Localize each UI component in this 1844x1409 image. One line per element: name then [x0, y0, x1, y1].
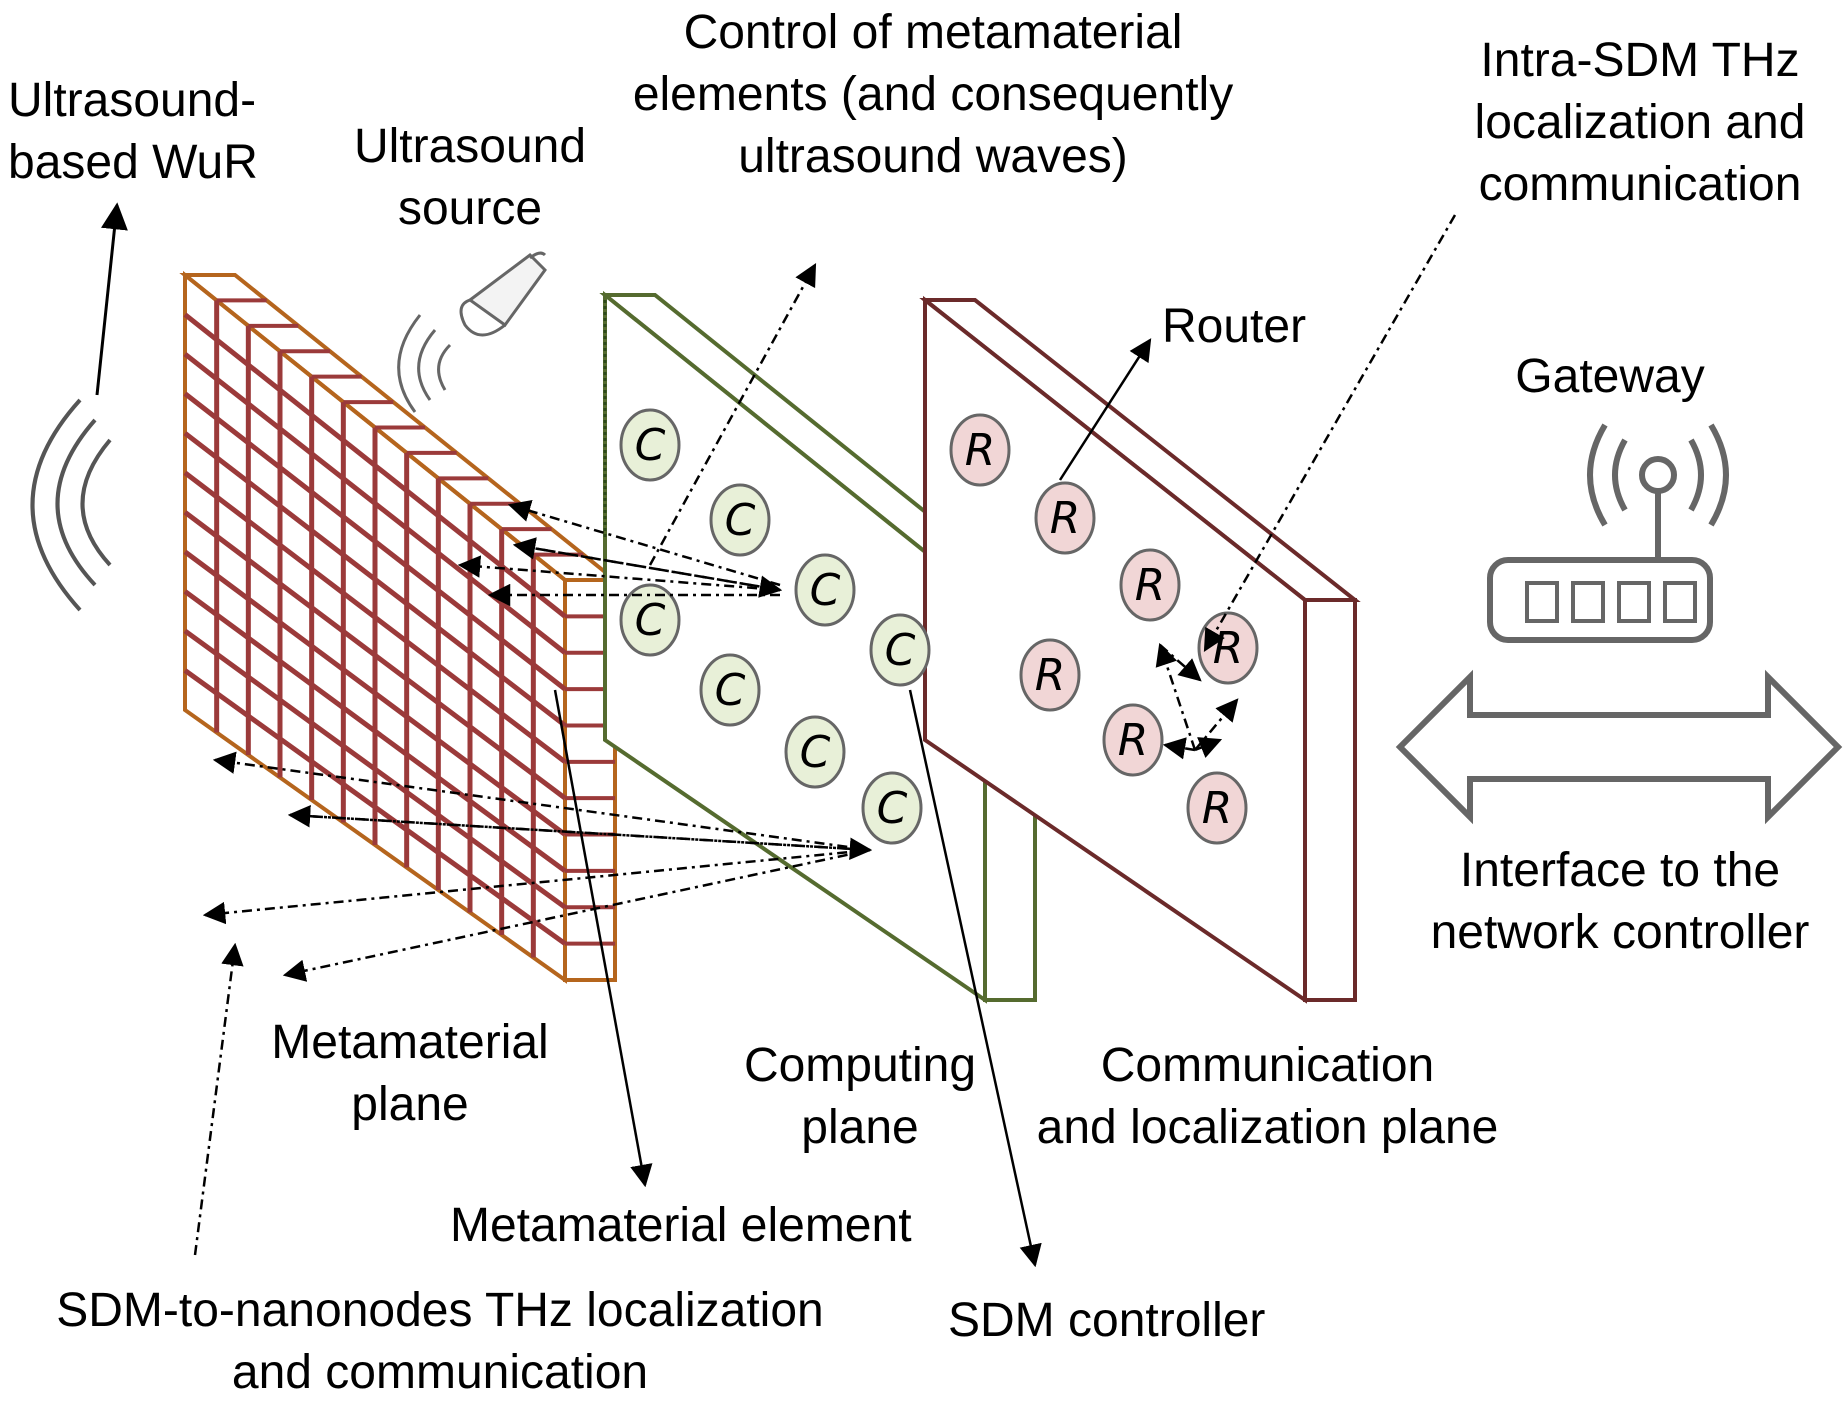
ultrasound-probe-icon [397, 251, 547, 413]
svg-text:R: R [965, 425, 996, 476]
control-arrows [457, 263, 817, 607]
svg-text:C: C [885, 625, 916, 676]
computing-node: C [869, 613, 931, 687]
computing-node: C [784, 715, 846, 789]
computing-node: C [699, 653, 761, 727]
gateway-icon [1487, 423, 1729, 643]
metamaterial-element-label: Metamaterial element [450, 1199, 912, 1252]
metamaterial-element-line [183, 510, 567, 801]
computing-node: C [619, 583, 681, 657]
nanonode-arrows [193, 751, 873, 1256]
metamaterial-element-line [183, 628, 567, 910]
svg-text:C: C [877, 783, 908, 834]
computing-node: C [619, 408, 681, 482]
svg-text:C: C [810, 565, 841, 616]
svg-text:R: R [1213, 623, 1244, 674]
computing-node: C [794, 553, 856, 627]
router-node: R [1034, 481, 1096, 555]
wur-waves-icon [30, 398, 112, 612]
sdm-to-nanonodes-label: SDM-to-nanonodes THz localization and co… [56, 1284, 824, 1399]
svg-text:R: R [1135, 560, 1166, 611]
router-node: R [949, 413, 1011, 487]
ultrasound-wur-label: Ultrasound- based WuR [8, 74, 258, 189]
gateway-label: Gateway [1515, 350, 1705, 403]
metamaterial-element-line [183, 431, 567, 728]
metamaterial-element-line [183, 549, 567, 837]
computing-node: C [709, 483, 771, 557]
svg-text:C: C [715, 665, 746, 716]
metamaterial-element-line [183, 470, 567, 764]
svg-text:C: C [800, 727, 831, 778]
interface-label: Interface to the network controller [1430, 844, 1810, 959]
router-node: R [1197, 611, 1259, 685]
svg-text:R: R [1118, 715, 1149, 766]
wur-arrow [95, 202, 128, 396]
communication-plane-label: Communication and localization plane [1036, 1039, 1499, 1154]
svg-text:R: R [1202, 783, 1233, 834]
metamaterial-element-line [183, 668, 567, 946]
metamaterial-plane-label: Metamaterial plane [271, 1016, 549, 1131]
computing-node: C [861, 771, 923, 845]
svg-text:R: R [1035, 650, 1066, 701]
computing-plane-label: Computing plane [743, 1039, 977, 1154]
router-node: R [1019, 638, 1081, 712]
metamaterial-element-line [183, 312, 567, 619]
router-node: R [1102, 703, 1164, 777]
ultrasound-source-label: Ultrasound source [353, 120, 587, 235]
router-node: R [1119, 548, 1181, 622]
sdm-controller-label: SDM controller [948, 1294, 1266, 1347]
metamaterial-element-line [183, 391, 567, 692]
svg-text:C: C [635, 420, 666, 471]
router-label: Router [1162, 300, 1307, 353]
router-node: R [1186, 771, 1248, 845]
svg-text:R: R [1050, 493, 1081, 544]
metamaterial-element-line [183, 589, 567, 873]
intra-sdm-arrows [1155, 214, 1457, 760]
control-metamaterial-label: Control of metamaterial elements (and co… [632, 6, 1234, 183]
svg-text:C: C [725, 495, 756, 546]
pointer-lines [553, 338, 1152, 1268]
svg-text:C: C [635, 595, 666, 646]
interface-double-arrow-icon [1395, 669, 1843, 825]
intra-sdm-label: Intra-SDM THz localization and communica… [1474, 34, 1806, 211]
